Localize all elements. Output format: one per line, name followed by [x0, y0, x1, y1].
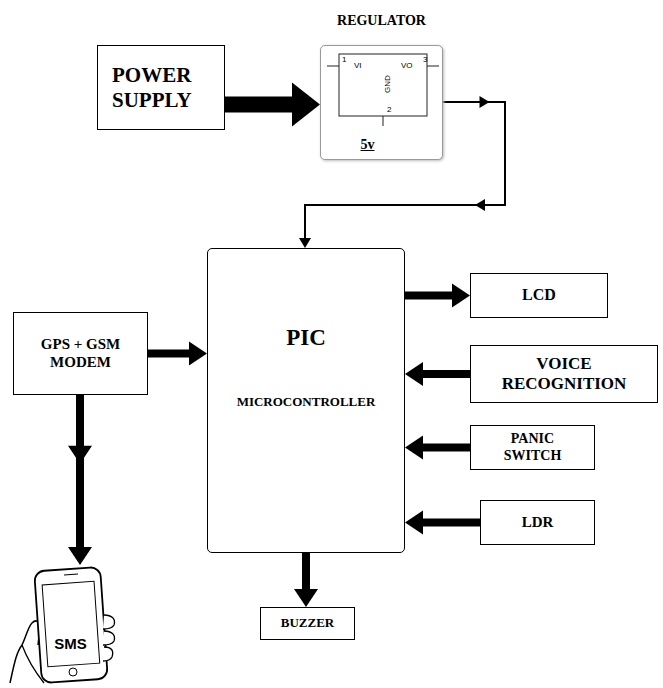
node-heading: REGULATOR — [337, 13, 426, 29]
connector-arrow — [225, 83, 320, 127]
connector-line — [225, 97, 293, 113]
connector-arrow — [405, 511, 480, 535]
voice-recognition-box: VOICE RECOGNITION — [470, 345, 658, 403]
gps-gsm-modem-box: GPS + GSM MODEM — [13, 312, 148, 395]
connector-arrow — [405, 436, 470, 460]
connector-line — [422, 370, 470, 378]
buzzer-box: BUZZER — [260, 607, 355, 640]
regulator-box: REGULATOR5v1VIVO3GND2 — [320, 45, 443, 160]
connector-line — [405, 292, 453, 300]
node-label: LCD — [522, 286, 556, 304]
arrow-head — [405, 511, 423, 535]
node-label: BUZZER — [281, 616, 334, 631]
ldr-box: LDR — [480, 500, 595, 545]
pin-number: 2 — [387, 106, 391, 114]
arrow-head — [480, 96, 490, 108]
arrow-head — [405, 362, 423, 386]
connector-line — [148, 350, 190, 358]
connector-arrow — [405, 362, 470, 386]
node-label: SMS — [54, 635, 87, 652]
power-supply-box: POWER SUPPLY — [97, 45, 225, 130]
connector-arrow — [148, 342, 207, 366]
connector-arrow — [405, 284, 470, 308]
arrow-head — [405, 436, 423, 460]
pin-name: GND — [384, 75, 392, 93]
arrow-head — [299, 238, 311, 248]
arrow-head — [189, 342, 207, 366]
pin-number: 1 — [342, 56, 346, 64]
pin-number: 3 — [423, 56, 427, 64]
panic-switch-box: PANIC SWITCH — [470, 425, 595, 470]
connector-line — [76, 395, 84, 548]
phone-illustration — [8, 565, 133, 685]
arrow-head — [292, 83, 320, 127]
pin-name: VO — [401, 62, 413, 70]
node-label: PIC — [286, 325, 326, 351]
lcd-box: LCD — [470, 273, 608, 318]
connector-line — [422, 519, 480, 527]
connector-line — [422, 444, 470, 452]
node-label: VOICE RECOGNITION — [489, 354, 639, 393]
node-label: 5v — [361, 137, 375, 153]
microcontroller-box: PIC MICROCONTROLLER — [207, 248, 405, 553]
arrow-head — [294, 589, 318, 607]
arrow-head — [68, 547, 92, 565]
node-label: GPS + GSM MODEM — [26, 336, 136, 371]
node-label: MICROCONTROLLER — [237, 395, 376, 410]
connector-arrow — [294, 553, 318, 607]
arrow-head — [475, 199, 485, 211]
node-label: LDR — [522, 514, 554, 531]
node-label: PANIC SWITCH — [493, 431, 573, 463]
node-label: POWER SUPPLY — [112, 63, 214, 111]
connector-arrow — [68, 395, 92, 565]
arrow-head — [452, 284, 470, 308]
phone-sms: SMS — [8, 565, 133, 685]
arrow-head — [68, 446, 92, 464]
connector-line — [302, 553, 310, 590]
pin-name: VI — [354, 62, 362, 70]
